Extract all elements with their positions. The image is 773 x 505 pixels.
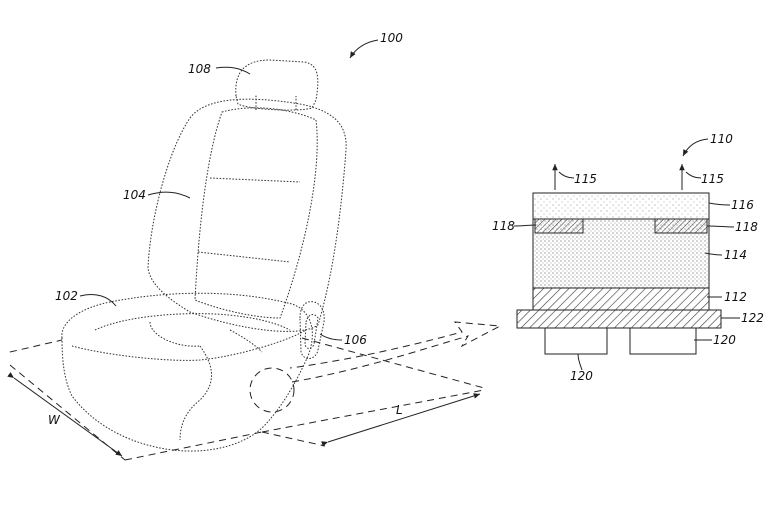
label-122: 122 bbox=[741, 311, 764, 325]
length-arrow bbox=[321, 393, 481, 447]
vehicle-seat bbox=[61, 59, 347, 452]
heat-sink-120-left bbox=[544, 327, 608, 355]
thermoelectric-stack bbox=[516, 164, 722, 355]
label-115-right: 115 bbox=[701, 172, 724, 186]
label-102: 102 bbox=[55, 289, 78, 303]
seat-cushion bbox=[61, 292, 313, 452]
dimension-lines bbox=[7, 337, 485, 461]
label-110: 110 bbox=[710, 132, 733, 146]
backrest bbox=[147, 98, 347, 332]
reference-labels: 100 108 104 102 106 110 115 115 116 118 … bbox=[48, 31, 764, 427]
label-112: 112 bbox=[724, 290, 747, 304]
label-100: 100 bbox=[380, 31, 403, 45]
plate-122 bbox=[516, 309, 722, 329]
label-106: 106 bbox=[344, 333, 367, 347]
label-120-left: 120 bbox=[570, 369, 593, 383]
leader-lines bbox=[79, 39, 740, 371]
label-length: L bbox=[396, 403, 403, 417]
label-118-right: 118 bbox=[735, 220, 758, 234]
label-118-left: 118 bbox=[492, 219, 515, 233]
width-arrow bbox=[7, 372, 123, 457]
heat-sink-120-right bbox=[629, 327, 697, 355]
electrode-118-right bbox=[654, 218, 708, 234]
label-116: 116 bbox=[731, 198, 754, 212]
layer-116 bbox=[532, 192, 710, 220]
label-115-left: 115 bbox=[574, 172, 597, 186]
curved-arrow bbox=[289, 321, 502, 383]
label-width: W bbox=[48, 413, 61, 427]
side-panel bbox=[299, 301, 325, 359]
label-120-right: 120 bbox=[713, 333, 736, 347]
label-108: 108 bbox=[188, 62, 211, 76]
headrest bbox=[235, 59, 319, 111]
electrode-118-left bbox=[534, 218, 584, 234]
label-104: 104 bbox=[123, 188, 146, 202]
layer-112 bbox=[532, 287, 710, 311]
hidden-region bbox=[249, 367, 295, 413]
label-114: 114 bbox=[724, 248, 747, 262]
